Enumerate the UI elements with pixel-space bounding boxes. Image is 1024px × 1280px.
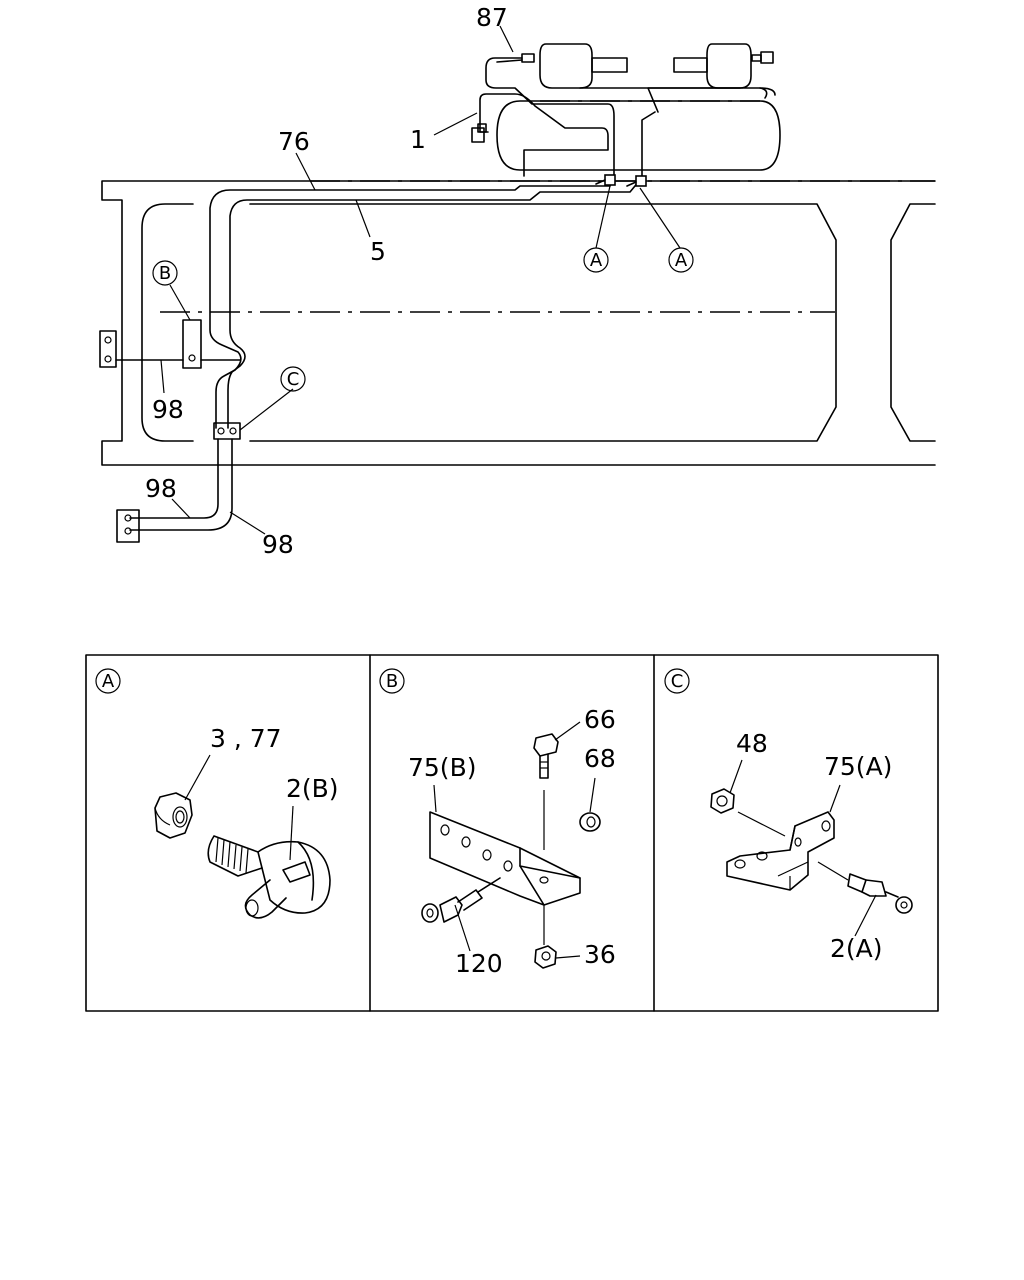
callout-87: 87	[476, 3, 508, 32]
clip-b-bracket	[99, 319, 241, 369]
panel-c-marker: C	[664, 668, 690, 694]
detail-panels	[85, 654, 939, 1012]
svg-text:A: A	[102, 671, 115, 692]
panel-a-marker: A	[95, 668, 121, 694]
bracket-icon	[726, 811, 835, 891]
marker-a-1: A	[583, 247, 609, 273]
callout-1: 1	[410, 125, 426, 154]
pipes-76-5	[209, 174, 647, 429]
callout-76: 76	[278, 127, 310, 156]
label-36: 36	[584, 940, 616, 969]
svg-text:B: B	[159, 263, 171, 284]
label-75a: 75(A)	[824, 752, 892, 781]
union-fitting-icon	[817, 861, 913, 914]
marker-b: B	[152, 260, 178, 286]
nut-icon	[154, 792, 193, 839]
washer-icon	[579, 812, 601, 832]
leader-lines	[160, 25, 681, 535]
label-2b: 2(B)	[286, 774, 339, 803]
nut-icon	[534, 945, 557, 969]
pipe-87	[485, 57, 776, 177]
union-fitting-icon	[421, 877, 501, 923]
label-68: 68	[584, 744, 616, 773]
banjo-fitting-icon	[207, 835, 331, 919]
svg-text:A: A	[590, 250, 603, 271]
detail-panel-a: A 3 , 77 2(B)	[95, 668, 339, 919]
label-2a: 2(A)	[830, 934, 883, 963]
nut-icon	[710, 788, 735, 814]
callout-98: 98	[262, 530, 294, 559]
brake-chambers	[521, 43, 774, 89]
frame-rail	[101, 180, 936, 466]
svg-text:C: C	[287, 369, 300, 390]
svg-text:B: B	[386, 671, 398, 692]
detail-panel-c: C 48 75(A) 2(A)	[664, 668, 913, 963]
pipe-1	[471, 93, 609, 177]
bolt-icon	[533, 733, 559, 850]
callout-98: 98	[152, 395, 184, 424]
label-75b: 75(B)	[408, 753, 476, 782]
marker-c: C	[280, 366, 306, 392]
detail-panel-b: B 66 68 75(B) 120 36	[379, 668, 616, 978]
label-120: 120	[455, 949, 503, 978]
svg-text:A: A	[675, 250, 688, 271]
air-tank	[496, 100, 781, 171]
callout-98: 98	[145, 474, 177, 503]
label-48: 48	[736, 729, 768, 758]
bracket-icon	[429, 811, 581, 945]
label-66: 66	[584, 705, 616, 734]
clip-c-and-hoses	[116, 422, 241, 543]
label-3-77: 3 , 77	[210, 724, 282, 753]
marker-a-2: A	[668, 247, 694, 273]
svg-text:C: C	[671, 671, 684, 692]
callout-5: 5	[370, 237, 386, 266]
panel-b-marker: B	[379, 668, 405, 694]
